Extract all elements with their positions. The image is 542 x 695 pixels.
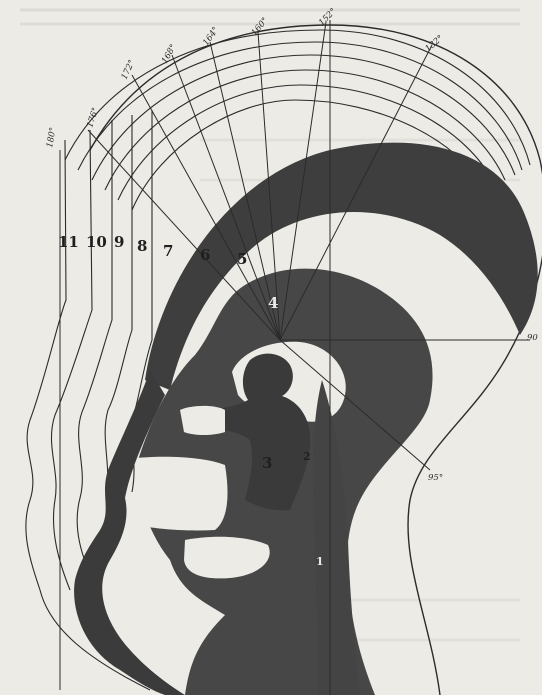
profile-label-5: 5	[237, 250, 247, 268]
white-body-block	[118, 457, 228, 531]
profile-label-8: 8	[137, 237, 147, 255]
angle-label-172: 172°	[120, 58, 138, 81]
profile-label-1: 1	[316, 555, 324, 568]
profile-label-3: 3	[262, 454, 272, 472]
profile-label-4: 4	[268, 294, 278, 312]
white-hand-shape	[180, 406, 225, 435]
profile-label-6: 6	[200, 246, 210, 264]
angle-label-176: 176°	[85, 106, 101, 129]
angle-label-95: 95°	[428, 473, 443, 483]
profile-label-11: 11	[58, 233, 79, 251]
profile-label-2: 2	[303, 450, 311, 463]
angle-label-180: 180°	[45, 127, 58, 149]
profile-label-7: 7	[163, 242, 173, 260]
angle-label-90: 90	[527, 333, 538, 343]
profile-label-9: 9	[114, 233, 124, 251]
profile-label-10: 10	[86, 233, 107, 251]
